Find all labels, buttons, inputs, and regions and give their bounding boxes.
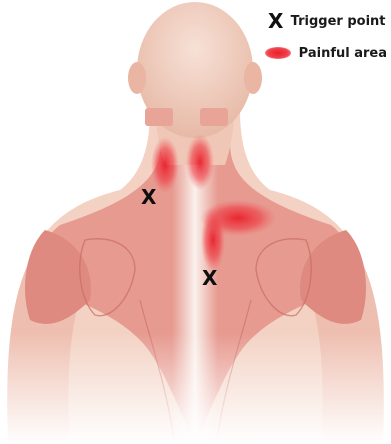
legend-trigger-row: X Trigger point (265, 10, 387, 32)
trigger-point-marker-back: X (202, 268, 217, 288)
trigger-point-marker-neck: X (141, 187, 156, 207)
legend: X Trigger point Painful area (265, 10, 387, 74)
legend-trigger-label: Trigger point (291, 14, 386, 29)
trigger-point-icon: X (265, 9, 287, 33)
legend-pain-label: Painful area (299, 46, 387, 61)
painful-area-icon (265, 47, 291, 59)
legend-pain-row: Painful area (265, 42, 387, 64)
